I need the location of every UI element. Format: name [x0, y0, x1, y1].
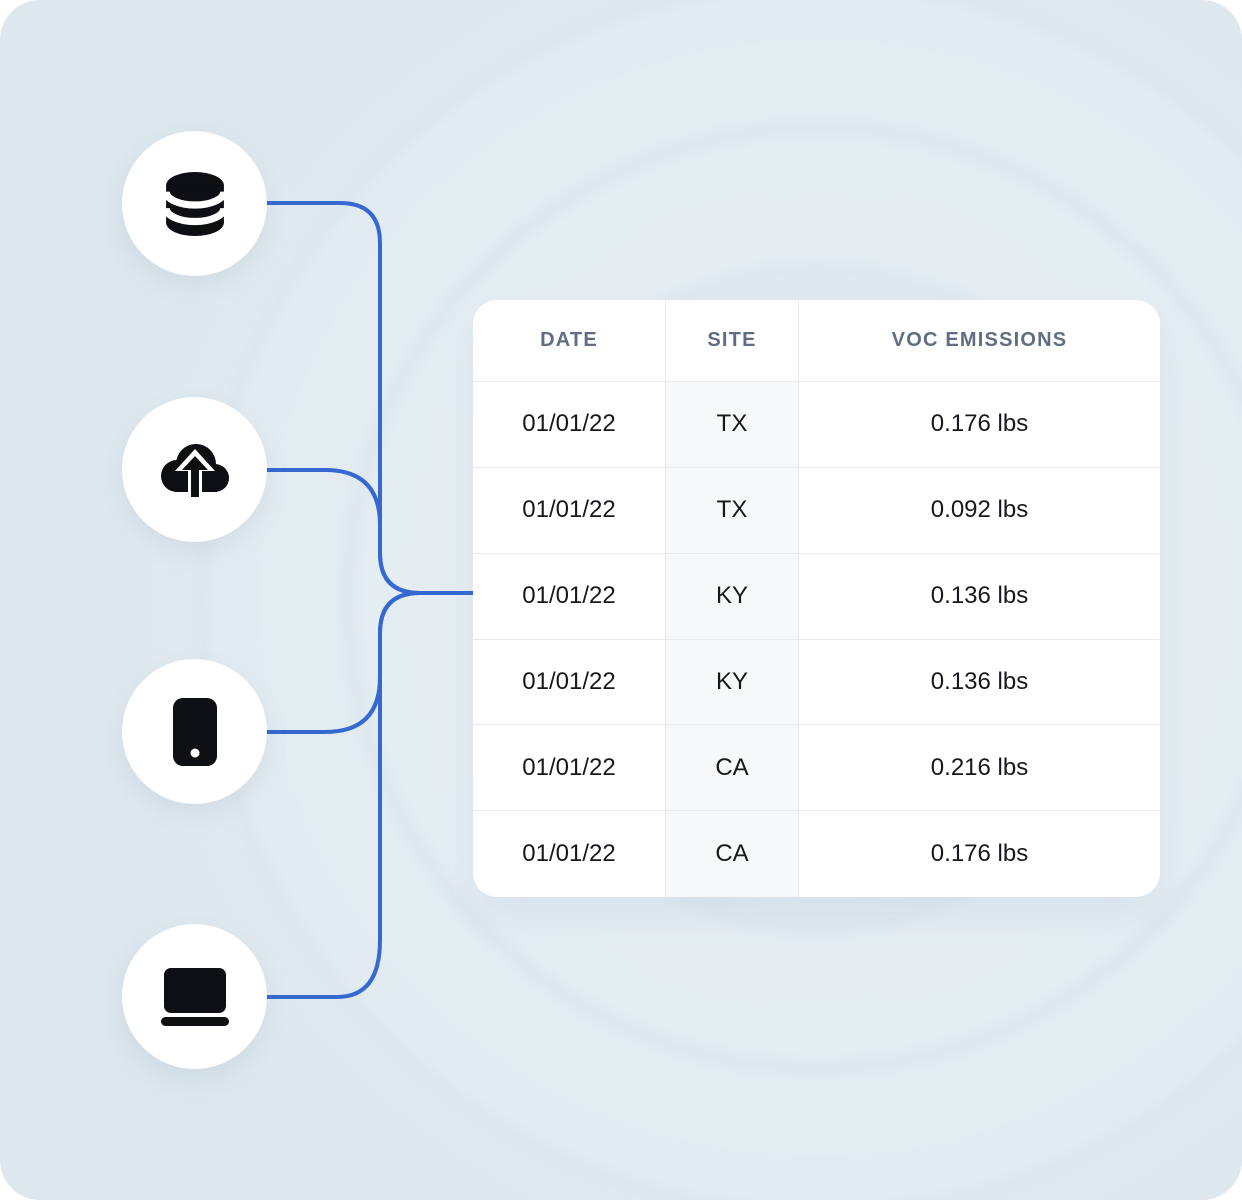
cell-site: CA	[666, 725, 799, 812]
column-header-voc-emissions: VOC EMISSIONS	[799, 300, 1160, 382]
cloud-upload-icon	[160, 443, 229, 501]
cell-date: 01/01/22	[473, 382, 666, 468]
cell-date: 01/01/22	[473, 553, 666, 640]
column-header-site: SITE	[666, 300, 799, 382]
cell-voc: 0.176 lbs	[799, 382, 1160, 468]
cell-voc: 0.176 lbs	[930, 840, 1029, 868]
smartphone-icon	[172, 697, 217, 766]
column-header-date: DATE	[473, 300, 666, 382]
cell-voc: 0.136 lbs	[799, 554, 1160, 640]
cell-date: 01/01/22	[473, 639, 666, 726]
source-node-database	[122, 131, 267, 276]
cell-voc: 0.092 lbs	[799, 468, 1160, 554]
cell-date: 01/01/22	[473, 811, 666, 897]
voc-emissions-table: DATE SITE VOC EMISSIONS 01/01/22 TX 0.17…	[473, 300, 1160, 897]
cell-site: TX	[666, 382, 799, 468]
cell-site: CA	[666, 811, 799, 897]
cell-site: TX	[666, 467, 799, 554]
cell-date: 01/01/22	[473, 467, 666, 554]
cell-date: 01/01/22	[473, 725, 666, 812]
cell-site: KY	[666, 553, 799, 640]
source-node-smartphone	[122, 659, 267, 804]
cell-site: KY	[666, 639, 799, 726]
cell-voc: 0.216 lbs	[799, 725, 1160, 812]
connector-laptop-line	[195, 591, 473, 999]
source-node-laptop	[122, 924, 267, 1069]
database-icon	[165, 171, 224, 236]
cell-voc: 0.136 lbs	[799, 640, 1160, 726]
source-node-cloud-upload	[122, 397, 267, 542]
connector-cloud-line	[195, 468, 473, 595]
laptop-icon	[160, 967, 229, 1026]
